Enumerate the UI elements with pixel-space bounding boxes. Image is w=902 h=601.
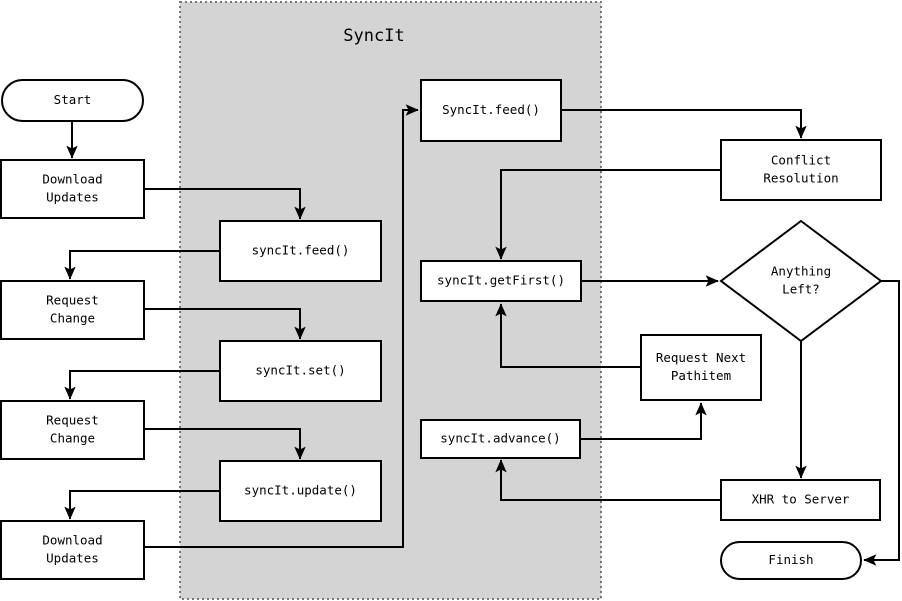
node-shape-rect (720, 479, 881, 521)
edge-syncit-feed-l-to-request1 (64, 250, 220, 280)
node-syncit-update[interactable]: syncIt.update() (219, 460, 382, 522)
node-layer: StartDownloadUpdatessyncIt.feed()Request… (0, 79, 883, 580)
edge-request2-to-syncit-update (144, 428, 306, 460)
edge-download1-to-syncit-feed-l (144, 188, 306, 220)
node-shape-rect (219, 460, 382, 522)
edge-syncit-advance-to-request-next (580, 402, 707, 440)
node-label-syncit-advance: syncIt.advance() (440, 431, 560, 446)
node-label-syncit-feed-r: SyncIt.feed() (442, 102, 540, 117)
node-label-conflict: Resolution (763, 171, 838, 186)
node-label-anything-left: Anything (771, 264, 831, 279)
node-syncit-set[interactable]: syncIt.set() (219, 340, 382, 402)
node-xhr[interactable]: XHR to Server (720, 479, 881, 521)
node-shape-diamond (719, 219, 883, 343)
node-label-request-next: Request Next (656, 350, 746, 365)
edge-anything-left-to-finish (863, 280, 900, 566)
node-syncit-feed-l[interactable]: syncIt.feed() (219, 220, 382, 282)
node-label-request1: Request (46, 293, 99, 308)
node-shape-rect (0, 280, 145, 340)
edge-syncit-update-to-download2 (64, 490, 220, 520)
edge-layer (64, 104, 900, 566)
node-shape-oval (720, 541, 862, 580)
node-label-download1: Updates (46, 190, 99, 205)
edge-syncit-set-to-request2 (64, 370, 220, 400)
node-label-getfirst: syncIt.getFirst() (437, 273, 565, 288)
node-label-syncit-update: syncIt.update() (244, 483, 357, 498)
node-shape-rect (420, 79, 562, 142)
edge-syncit-feed-r-to-conflict (561, 109, 807, 139)
node-syncit-advance[interactable]: syncIt.advance() (420, 419, 581, 459)
edge-request1-to-syncit-set (144, 308, 306, 340)
node-label-anything-left: Left? (782, 282, 820, 297)
group-title-layer: SyncIt (343, 26, 404, 46)
node-label-syncit-set: syncIt.set() (255, 363, 345, 378)
node-label-request-next: Pathitem (671, 368, 731, 383)
edge-xhr-to-syncit-advance (495, 459, 721, 501)
node-label-start: Start (54, 92, 92, 107)
node-label-download1: Download (42, 172, 102, 187)
node-getfirst[interactable]: syncIt.getFirst() (420, 260, 582, 302)
node-shape-rect (420, 419, 581, 459)
node-label-download2: Download (42, 533, 102, 548)
node-label-conflict: Conflict (771, 153, 831, 168)
node-shape-rect (0, 400, 145, 460)
node-shape-rect (720, 139, 882, 201)
node-label-request2: Change (50, 431, 95, 446)
edge-download2-to-syncit-feed-r (144, 104, 419, 548)
node-start[interactable]: Start (1, 79, 144, 122)
group-title-text: SyncIt (343, 26, 404, 46)
node-label-request1: Change (50, 311, 95, 326)
node-shape-rect (420, 260, 582, 302)
node-shape-rect (219, 340, 382, 402)
node-label-xhr: XHR to Server (752, 492, 850, 507)
node-label-syncit-feed-l: syncIt.feed() (252, 243, 350, 258)
edge-request-next-to-getfirst (495, 303, 641, 368)
node-label-download2: Updates (46, 551, 99, 566)
node-shape-oval (1, 79, 144, 122)
node-shape-rect (640, 334, 762, 401)
node-shape-rect (0, 159, 145, 219)
edge-conflict-to-getfirst (495, 169, 721, 260)
node-syncit-feed-r[interactable]: SyncIt.feed() (420, 79, 562, 142)
node-shape-rect (219, 220, 382, 282)
node-shape-rect (0, 520, 145, 580)
node-label-request2: Request (46, 413, 99, 428)
node-label-finish: Finish (768, 552, 813, 567)
node-finish[interactable]: Finish (720, 541, 862, 580)
